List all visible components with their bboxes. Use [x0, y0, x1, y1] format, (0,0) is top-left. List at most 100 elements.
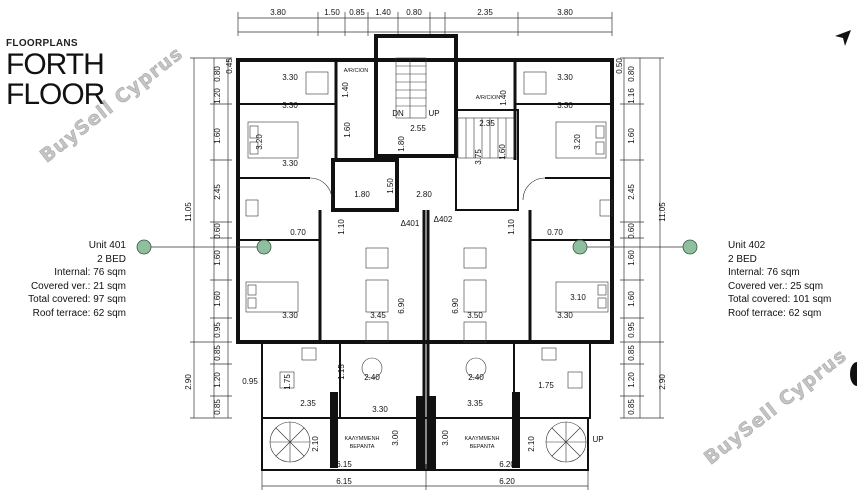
dim-room-42: 1.40: [499, 90, 508, 106]
walls: [236, 34, 614, 471]
dim-room-33: 2.55: [410, 124, 426, 133]
dim-room-22: 1.75: [538, 381, 554, 390]
dim-room-35: 1.80: [397, 136, 406, 152]
dim-left-outer-2: 2.90: [184, 374, 193, 390]
dim-room-1: 3.30: [282, 73, 298, 82]
dim-room-15: 3.10: [570, 293, 586, 302]
unit-402-beds: 2 BED: [728, 253, 757, 265]
dim-room-11: 3.30: [557, 73, 573, 82]
unit-401-covered: Covered ver.: 21 sqm: [30, 280, 126, 292]
dim-room-27: 2.10: [527, 436, 536, 452]
dim-right-10: 0.85: [627, 345, 636, 361]
dim-room-31: 1.50: [386, 178, 395, 194]
floor-title-line2: FLOOR: [6, 78, 105, 111]
level-402: Δ402: [434, 215, 453, 224]
dim-room-5: 0.70: [290, 228, 306, 237]
unit-401-roof: Roof terrace: 62 sqm: [32, 307, 126, 319]
dim-room-30: 1.80: [354, 190, 370, 199]
floor-title: FORTH FLOOR: [6, 50, 146, 110]
unit-401-room-marker: [256, 239, 272, 255]
dim-room-26: 2.10: [311, 436, 320, 452]
dim-room-20: 1.15: [337, 364, 346, 380]
dim-left-5: 2.45: [213, 184, 222, 200]
dim-left-6: 0.60: [213, 223, 222, 239]
dim-room-21: 1.75: [283, 374, 292, 390]
dim-room-39: 1.10: [337, 219, 346, 235]
dim-right-outer-1: 11.05: [658, 202, 667, 222]
dim-left-10: 0.85: [213, 345, 222, 361]
dim-right-3: 1.16: [627, 88, 636, 104]
unit-402-roof: Roof terrace: 62 sqm: [728, 307, 822, 319]
edge-circle-icon: [850, 362, 857, 386]
dim-room-9: 6.90: [451, 298, 460, 314]
dim-room-23: 3.30: [372, 405, 388, 414]
dim-room-18: 2.40: [468, 373, 484, 382]
unit-markers: [136, 239, 698, 255]
dim-room-19: 0.95: [242, 377, 258, 386]
unit-401-total: Total covered: 97 sqm: [28, 294, 126, 305]
dim-room-41: 1.40: [341, 82, 350, 98]
unit-402-marker: [682, 239, 698, 255]
dim-left-3: 1.20: [213, 88, 222, 104]
floorplans-label: FLOORPLANS: [6, 38, 78, 49]
north-arrow-icon: [835, 30, 851, 46]
dim-room-6: 3.30: [282, 311, 298, 320]
dim-room-12: 3.20: [573, 134, 582, 150]
dim-left-9: 0.95: [213, 322, 222, 338]
stairs-down-label: DN: [392, 109, 404, 118]
dim-room-29: 3.00: [441, 430, 450, 446]
dim-room-4: 3.30: [282, 159, 298, 168]
dim-top-6: 2.35: [477, 8, 493, 17]
outer-stairs-up-label: UP: [592, 435, 603, 444]
dim-right-6: 0.60: [627, 223, 636, 239]
dim-room-2: 3.30: [282, 101, 298, 110]
dim-right-7: 1.60: [627, 250, 636, 266]
dim-bottom-1: 6.15: [336, 477, 352, 486]
dim-left-12: 0.85: [213, 399, 222, 415]
unit-401-beds: 2 BED: [97, 253, 126, 265]
dim-right-9: 0.95: [627, 322, 636, 338]
unit-401-marker: [136, 239, 152, 255]
level-401: Δ401: [401, 219, 420, 228]
dim-right-4: 1.60: [627, 128, 636, 144]
dim-bottom-inner-2: 6.20: [499, 460, 515, 469]
veranda-right-label-1: ΚΑΛΥΜΜΕΝΗ: [464, 436, 499, 442]
dim-top-3: 0.85: [349, 8, 365, 17]
veranda-left-label-2: ΒΕΡΑΝΤΑ: [350, 444, 375, 450]
dim-top-1: 3.80: [270, 8, 286, 17]
furniture: [245, 71, 613, 389]
dim-room-24: 3.35: [467, 399, 483, 408]
aircon-left-label: A/R/CION: [344, 68, 368, 74]
dim-room-36: 1.60: [343, 122, 352, 138]
dim-top-7: 3.80: [557, 8, 573, 17]
unit-402-name: Unit 402: [728, 240, 766, 251]
dim-right-11: 1.20: [627, 372, 636, 388]
dim-bottom-2: 6.20: [499, 477, 515, 486]
unit-402-info: Unit 402 2 BED Internal: 76 sqm Covered …: [728, 239, 854, 320]
veranda-left-label-1: ΚΑΛΥΜΜΕΝΗ: [344, 436, 379, 442]
dim-room-17: 2.40: [364, 373, 380, 382]
dim-left-1: 0.80: [213, 66, 222, 82]
dim-left-7: 1.60: [213, 250, 222, 266]
unit-402-total: Total covered: 101 sqm: [728, 294, 832, 305]
dimension-text: 3.80 1.50 0.85 1.40 0.80 2.35 3.80 6.15 …: [184, 8, 667, 486]
dim-top-4: 1.40: [375, 8, 391, 17]
dim-room-34: 2.35: [479, 119, 495, 128]
unit-402-covered: Covered ver.: 25 sqm: [728, 280, 824, 292]
dim-room-7: 3.45: [370, 311, 386, 320]
dim-bottom-inner-1: 6.15: [336, 460, 352, 469]
unit-402-room-marker: [572, 239, 588, 255]
dim-room-16: 3.30: [557, 311, 573, 320]
dim-room-32: 2.80: [416, 190, 432, 199]
unit-401-internal: Internal: 76 sqm: [54, 267, 126, 278]
dim-room-14: 0.70: [547, 228, 563, 237]
dim-room-38: 1.60: [498, 144, 507, 160]
dim-left-4: 1.60: [213, 128, 222, 144]
stairs-up-label: UP: [428, 109, 439, 118]
unit-401-name: Unit 401: [88, 240, 126, 251]
dim-left-2: 0.45: [225, 58, 234, 74]
dim-top-5: 0.80: [406, 8, 422, 17]
dim-room-10: 3.50: [467, 311, 483, 320]
floor-title-line1: FORTH: [6, 48, 105, 81]
